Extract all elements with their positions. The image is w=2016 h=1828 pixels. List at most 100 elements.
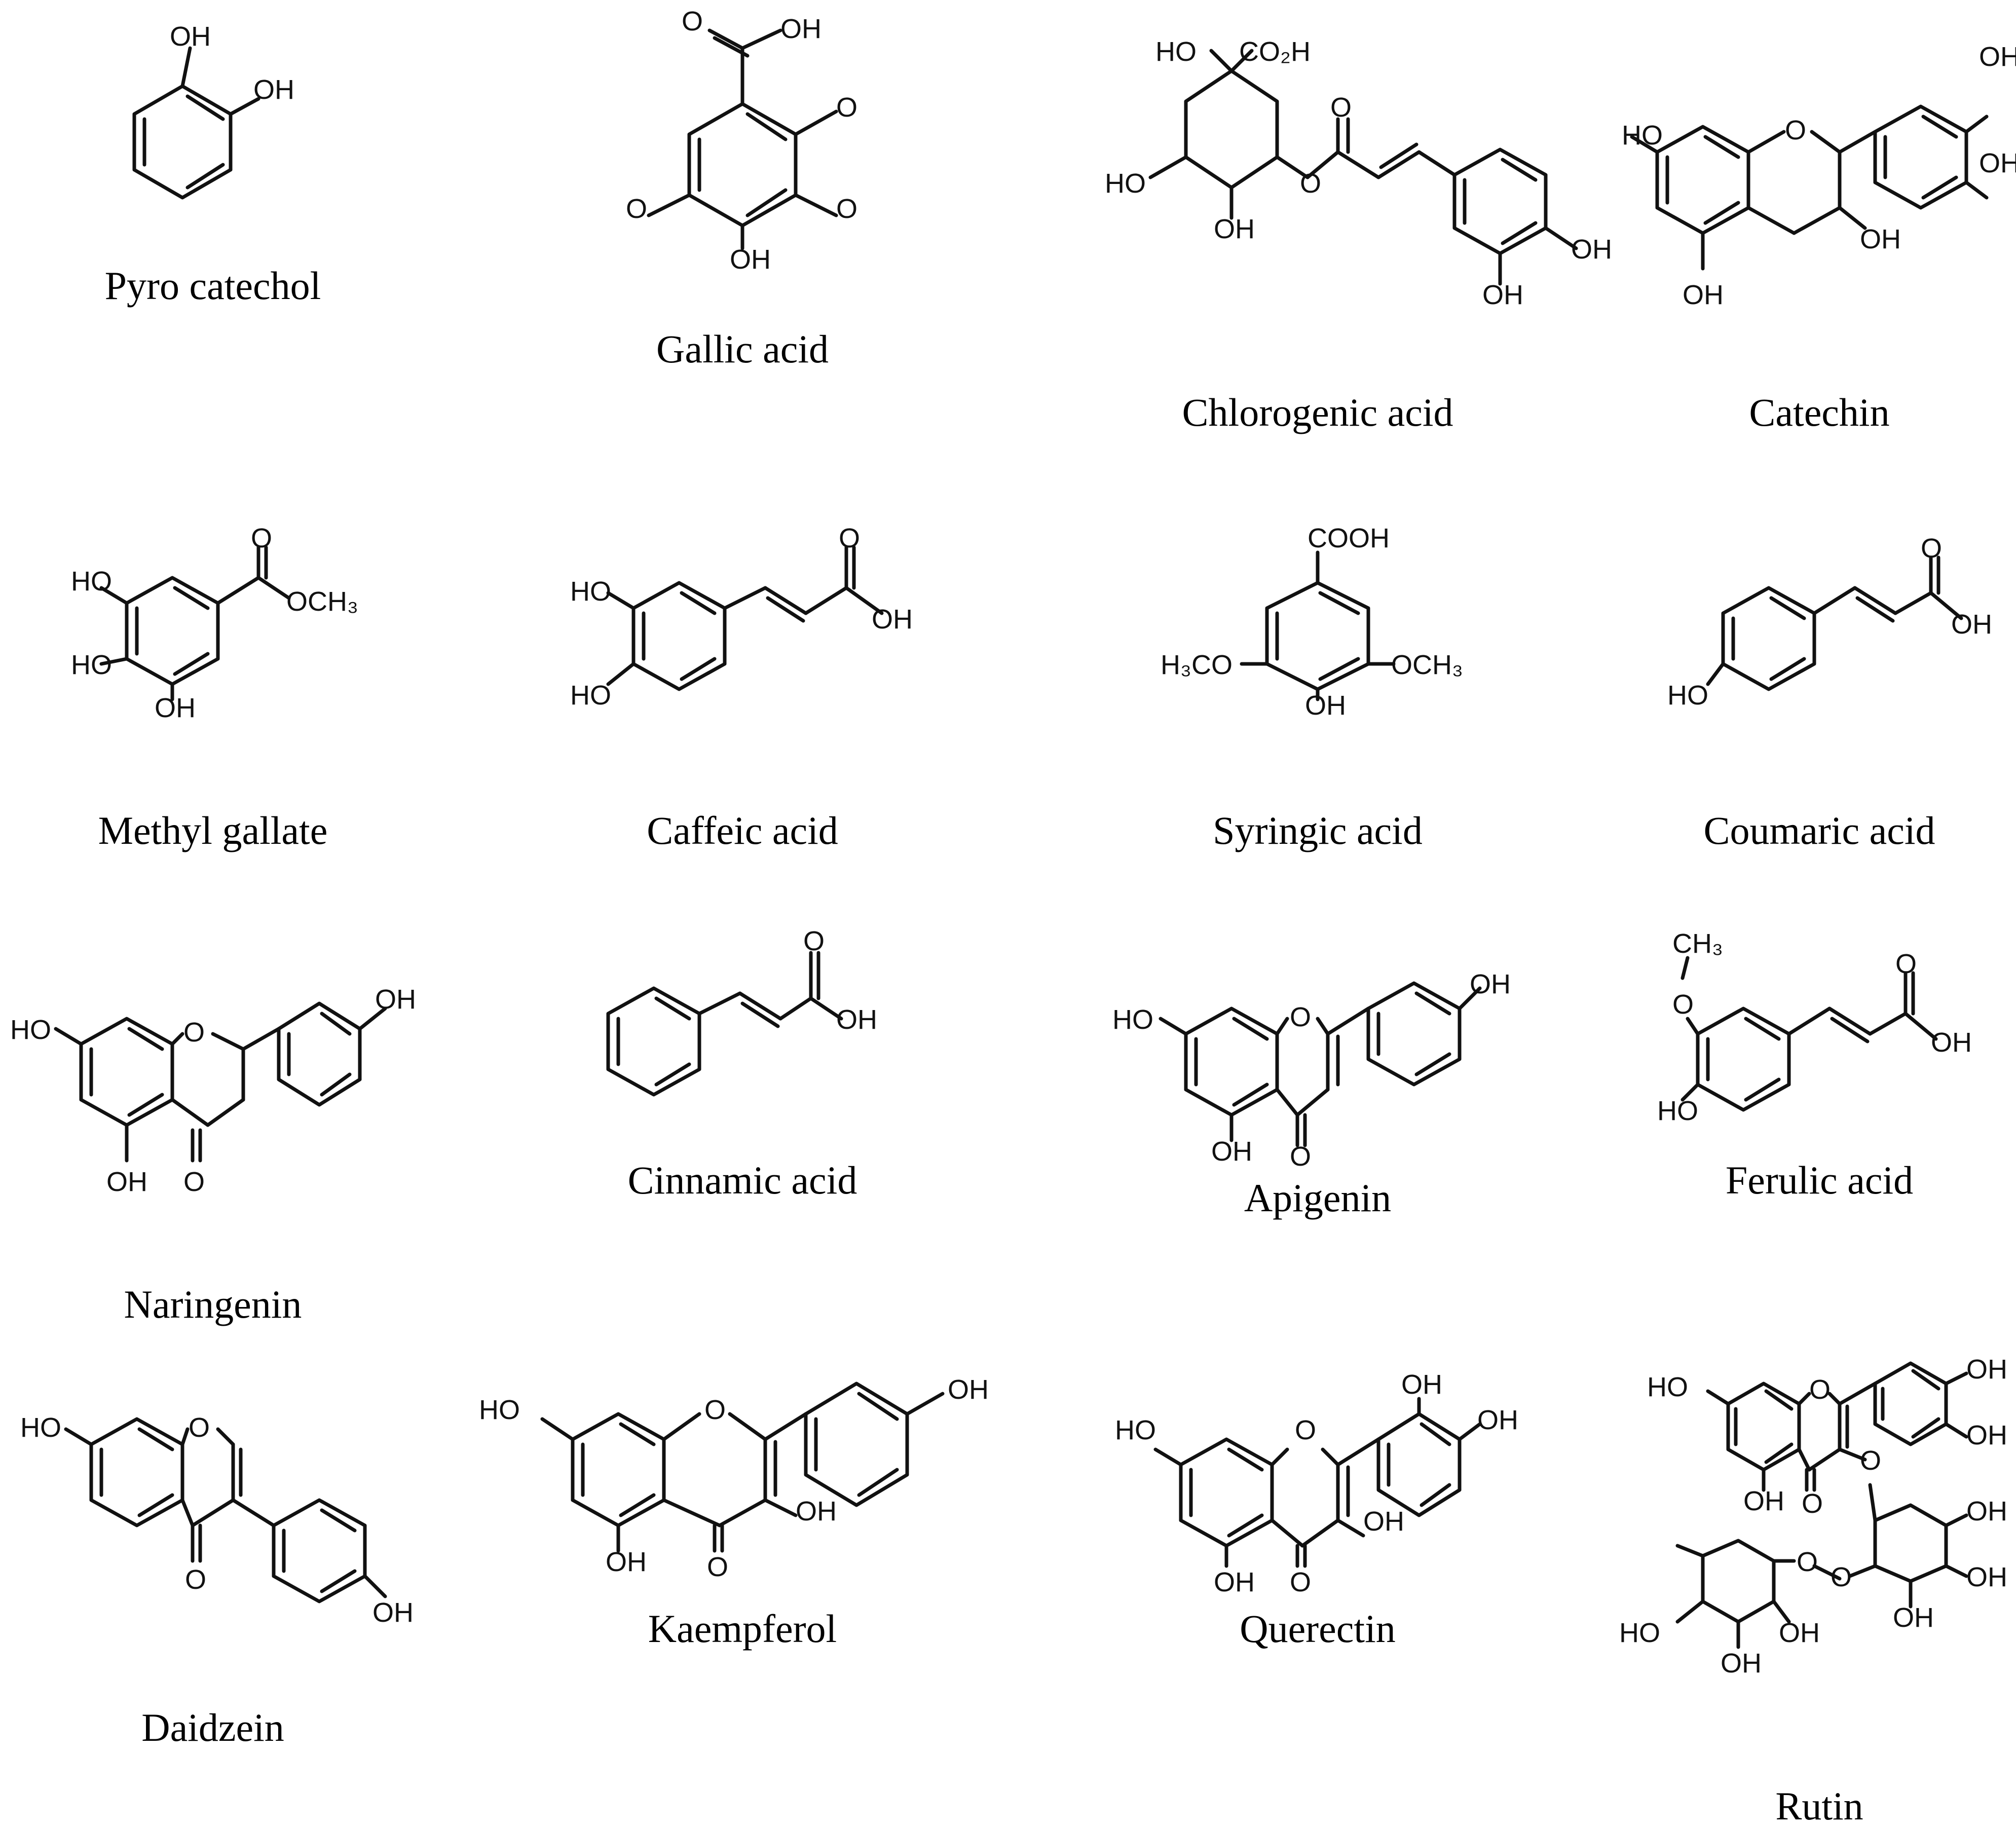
atom-label: O: [836, 194, 857, 224]
compound-name: Catechin: [1749, 390, 1889, 434]
atom-label: OH: [1211, 1136, 1252, 1167]
atom-label: OH: [372, 1597, 414, 1628]
atom-label: OH: [155, 693, 196, 723]
atom-label: HO: [1667, 680, 1708, 711]
structure-syringic-acid: [1240, 550, 1396, 701]
atom-label: OH: [780, 14, 822, 44]
atom-label: OH: [1966, 1562, 2007, 1592]
atom-label: HO: [1647, 1372, 1688, 1402]
compound-name: Gallic acid: [656, 327, 829, 371]
structure-coumaric-acid: [1706, 555, 1963, 691]
atom-label: HO: [20, 1412, 61, 1443]
atom-label: O: [682, 6, 703, 36]
structure-rutin: [1675, 1361, 1968, 1649]
atom-label: O: [1860, 1445, 1881, 1476]
atom-label: OH: [1214, 214, 1255, 244]
atom-label: CO₂H: [1239, 36, 1311, 67]
atom-label: OH: [796, 1496, 837, 1526]
atom-label: O: [1785, 115, 1806, 145]
atom-label: OH: [1979, 148, 2016, 178]
atom-label: OH: [872, 604, 913, 635]
atom-label: HO: [1622, 120, 1663, 151]
compound-name: Daidzein: [141, 1705, 284, 1749]
atom-label: HO: [1105, 168, 1146, 199]
structure-caffeic-acid: [606, 545, 884, 691]
atom-label: O: [1797, 1547, 1818, 1577]
atom-label: HO: [479, 1395, 520, 1425]
atom-label: HO: [71, 566, 112, 596]
atom-label: OH: [1401, 1369, 1442, 1400]
atom-label: O: [1300, 168, 1321, 199]
structure-methyl-gallate: [99, 545, 291, 701]
atom-label: OH: [375, 984, 416, 1015]
atom-label: OH: [1893, 1602, 1934, 1633]
atom-label: O: [185, 1564, 206, 1595]
atom-label: O: [1802, 1488, 1823, 1519]
atom-label: O: [626, 194, 647, 224]
atom-label: OH: [1477, 1405, 1518, 1435]
structure-gallic-acid: [647, 28, 838, 250]
atom-label: O: [183, 1167, 205, 1197]
atom-label: OH: [1743, 1486, 1784, 1516]
atom-label: OH: [1966, 1354, 2007, 1385]
atom-label: O: [803, 926, 825, 956]
compound-name: Querectin: [1240, 1607, 1396, 1651]
atom-label: O: [1809, 1374, 1831, 1405]
atom-label: OH: [1979, 42, 2016, 72]
atom-label: COOH: [1308, 523, 1390, 553]
atom-label: OH: [1470, 969, 1511, 999]
atom-label: OH: [1571, 234, 1612, 265]
atom-label: OH: [730, 244, 771, 275]
compound-name: Apigenin: [1244, 1176, 1391, 1220]
atom-label: OH: [1683, 280, 1724, 310]
atom-label: O: [1895, 949, 1917, 979]
atom-label: O: [704, 1395, 726, 1425]
atom-label: HO: [570, 576, 611, 607]
structure-querectin: [1153, 1397, 1482, 1568]
atom-label: O: [839, 523, 860, 553]
atom-label: OCH₃: [1391, 650, 1463, 680]
atom-label: OH: [1482, 280, 1523, 310]
atom-label: HO: [1115, 1415, 1156, 1445]
atom-label: HO: [1155, 36, 1197, 67]
atom-label: OH: [948, 1374, 989, 1405]
structure-kaempferol: [540, 1382, 945, 1553]
atom-label: O: [1921, 533, 1942, 564]
compound-name: Rutin: [1775, 1784, 1863, 1828]
atom-label: HO: [10, 1015, 51, 1045]
atom-label: HO: [1112, 1004, 1153, 1035]
atom-label: HO: [570, 680, 611, 711]
atom-label: H₃CO: [1161, 650, 1233, 680]
compound-name: Ferulic acid: [1726, 1158, 1913, 1202]
atom-label: OH: [1214, 1567, 1255, 1597]
atom-label: O: [1290, 1002, 1311, 1032]
atom-label: OH: [1860, 224, 1901, 254]
atom-label: OH: [1305, 690, 1346, 721]
structure-catechin: [1630, 104, 1989, 271]
compound-name: Cinnamic acid: [628, 1158, 857, 1202]
atom-label: O: [1831, 1562, 1852, 1592]
atom-label: CH₃: [1672, 928, 1723, 959]
atom-label: OH: [170, 21, 211, 52]
compound-name: Pyro catechol: [105, 264, 321, 308]
structure-ferulic-acid: [1681, 956, 1938, 1112]
atom-label: OH: [1966, 1496, 2007, 1526]
atom-label: O: [1330, 92, 1352, 123]
atom-labels: OH OH O OH O O O OH HO CO₂H HO OH O O OH…: [10, 6, 2016, 1678]
compound-name: Naringenin: [124, 1282, 302, 1326]
atom-label: OH: [1363, 1506, 1404, 1537]
atom-label: OH: [1779, 1618, 1820, 1648]
structure-daidzein: [64, 1417, 387, 1603]
structure-naringenin: [54, 1001, 387, 1163]
atom-label: OH: [1951, 609, 1992, 640]
atom-label: HO: [71, 650, 112, 680]
atom-label: O: [1672, 989, 1694, 1020]
atom-label: OH: [106, 1167, 147, 1197]
structure-pyro-catechol: [132, 46, 260, 200]
compound-name: Methyl gallate: [98, 808, 328, 852]
atom-label: O: [707, 1552, 728, 1582]
atom-label: O: [1295, 1415, 1316, 1445]
atom-label: O: [183, 1017, 205, 1048]
structure-chlorogenic-acid: [1148, 49, 1578, 286]
